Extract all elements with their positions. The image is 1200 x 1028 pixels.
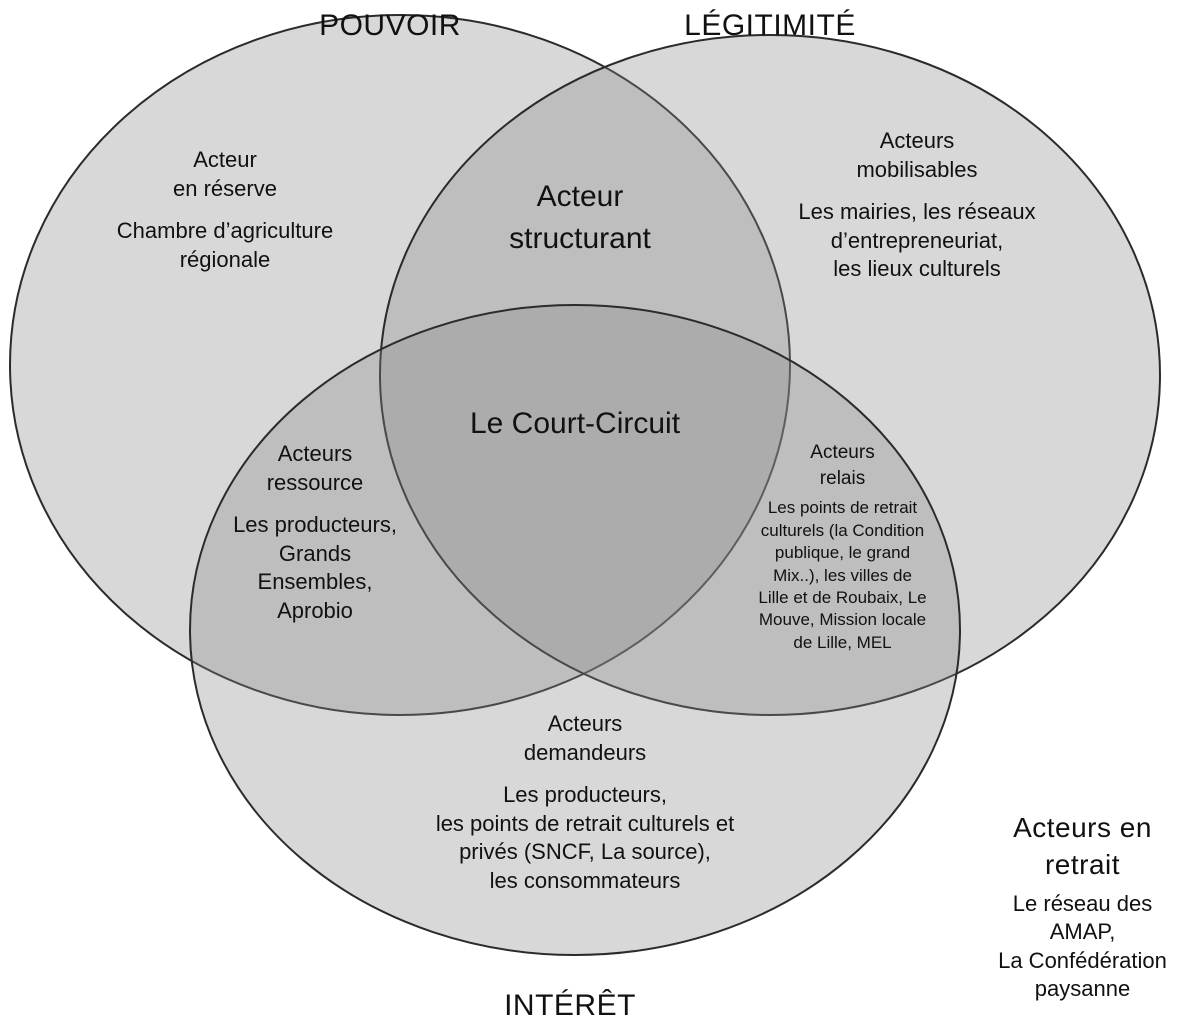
circle-interet <box>189 304 961 956</box>
mobilisables-title-1: Acteurs <box>879 128 955 153</box>
ressource-text-2: Grands <box>278 540 352 566</box>
retrait-title-1: Acteurs en <box>1013 812 1152 843</box>
mobilisables-title-2: mobilisables <box>856 156 978 182</box>
retrait-text-2: AMAP, <box>1049 919 1116 945</box>
retrait-text-4: paysanne <box>1034 976 1131 1002</box>
demandeurs-text-1: Les producteurs, <box>503 782 667 808</box>
region-acteurs-mobilisables: Acteurs mobilisables Les mairies, les ré… <box>752 127 1082 284</box>
ressource-text-1: Les producteurs, <box>233 512 397 538</box>
relais-text-1: Les points de retrait <box>767 498 918 518</box>
relais-text-7: de Lille, MEL <box>793 632 892 652</box>
relais-text-6: Mouve, Mission locale <box>758 610 927 630</box>
demandeurs-text-4: les consommateurs <box>489 867 681 893</box>
label-interet: INTÉRÊT <box>504 989 636 1022</box>
ressource-text-3: Ensembles, <box>257 569 373 595</box>
structurant-line-1: Acteur <box>536 180 624 213</box>
region-acteurs-ressource: Acteurs ressource Les producteurs, Grand… <box>200 440 430 626</box>
label-pouvoir: POUVOIR <box>319 9 461 42</box>
ressource-text-4: Aprobio <box>277 597 353 623</box>
region-acteur-structurant: Acteur structurant <box>440 176 720 260</box>
relais-text-2: culturels (la Condition <box>760 520 925 540</box>
retrait-title-2: retrait <box>1044 849 1121 881</box>
reserve-text-2: régionale <box>179 246 271 272</box>
ressource-title-2: ressource <box>266 469 364 495</box>
ressource-title-1: Acteurs <box>277 441 353 466</box>
demandeurs-text-3: privés (SNCF, La source), <box>459 839 711 865</box>
structurant-line-2: structurant <box>509 222 651 255</box>
region-acteurs-relais: Acteurs relais Les points de retrait cul… <box>735 440 950 654</box>
mobilisables-text-1: Les mairies, les réseaux <box>798 199 1036 225</box>
relais-title-2: relais <box>819 467 866 489</box>
mobilisables-text-3: les lieux culturels <box>833 256 1001 282</box>
demandeurs-text-2: les points de retrait culturels et <box>435 810 735 836</box>
demandeurs-title-1: Acteurs <box>547 711 623 736</box>
reserve-title-2: en réserve <box>173 175 277 201</box>
region-acteur-en-reserve: Acteur en réserve Chambre d’agriculture … <box>70 146 380 274</box>
reserve-title-1: Acteur <box>193 147 257 172</box>
relais-title-1: Acteurs <box>810 442 875 463</box>
relais-text-4: Mix..), les villes de <box>773 565 912 585</box>
reserve-text-1: Chambre d’agriculture <box>116 218 334 244</box>
region-acteurs-en-retrait: Acteurs en retrait Le réseau des AMAP, L… <box>975 808 1190 1004</box>
label-legitimite: LÉGITIMITÉ <box>684 9 856 42</box>
circle-legitimite <box>379 34 1161 716</box>
retrait-text-3: La Confédération <box>998 947 1167 973</box>
demandeurs-title-2: demandeurs <box>523 739 647 765</box>
relais-text-5: Lille et de Roubaix, Le <box>758 588 927 608</box>
region-le-court-circuit: Le Court-Circuit <box>469 407 681 440</box>
region-acteurs-demandeurs: Acteurs demandeurs Les producteurs, les … <box>390 710 780 896</box>
relais-text-3: publique, le grand <box>774 543 911 563</box>
retrait-text-1: Le réseau des <box>1012 890 1153 916</box>
mobilisables-text-2: d’entrepreneuriat, <box>830 227 1004 253</box>
